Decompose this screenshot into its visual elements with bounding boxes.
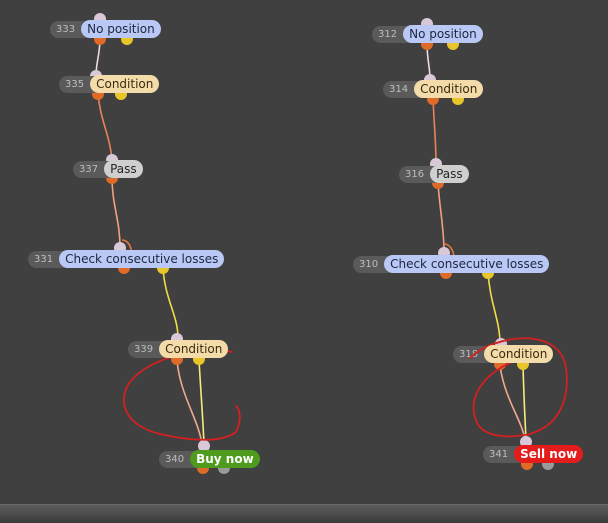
node-label: Condition xyxy=(414,80,484,98)
edge-331-339 xyxy=(162,267,179,339)
node-label: Check consecutive losses xyxy=(384,255,550,273)
node-label: Buy now xyxy=(190,450,260,468)
node-341[interactable]: 341 Sell now xyxy=(483,445,584,463)
node-label: No position xyxy=(403,25,483,43)
node-310[interactable]: 310 Check consecutive losses xyxy=(353,255,550,273)
node-333[interactable]: 333 No position xyxy=(50,20,161,38)
node-label: Condition xyxy=(90,75,160,93)
edge-339-340-true xyxy=(176,359,203,445)
node-label: No position xyxy=(81,20,161,38)
edge-339-340-false xyxy=(198,359,205,445)
node-label: Check consecutive losses xyxy=(59,250,225,268)
ports-layer xyxy=(90,13,554,474)
node-label: Sell now xyxy=(514,445,584,463)
node-318[interactable]: 318 Condition xyxy=(453,345,554,363)
edge-318-341-false xyxy=(522,365,527,441)
edge-310-318 xyxy=(487,271,501,345)
edge-318-341-true xyxy=(499,365,526,441)
edge-337-331 xyxy=(111,176,121,248)
node-339[interactable]: 339 Condition xyxy=(128,340,229,358)
node-335[interactable]: 335 Condition xyxy=(59,75,160,93)
node-316[interactable]: 316 Pass xyxy=(399,165,469,183)
node-314[interactable]: 314 Condition xyxy=(383,80,484,98)
edge-314-316 xyxy=(432,97,437,165)
port-340-in[interactable] xyxy=(198,440,210,452)
edge-335-337 xyxy=(97,92,113,161)
bottom-scroll-bar[interactable] xyxy=(0,504,608,523)
node-340[interactable]: 340 Buy now xyxy=(159,450,260,468)
node-label: Pass xyxy=(430,165,469,183)
node-label: Condition xyxy=(159,340,229,358)
edge-316-310 xyxy=(437,182,445,253)
node-label: Pass xyxy=(104,160,143,178)
node-337[interactable]: 337 Pass xyxy=(73,160,143,178)
node-331[interactable]: 331 Check consecutive losses xyxy=(28,250,225,268)
node-312[interactable]: 312 No position xyxy=(372,25,483,43)
node-label: Condition xyxy=(484,345,554,363)
